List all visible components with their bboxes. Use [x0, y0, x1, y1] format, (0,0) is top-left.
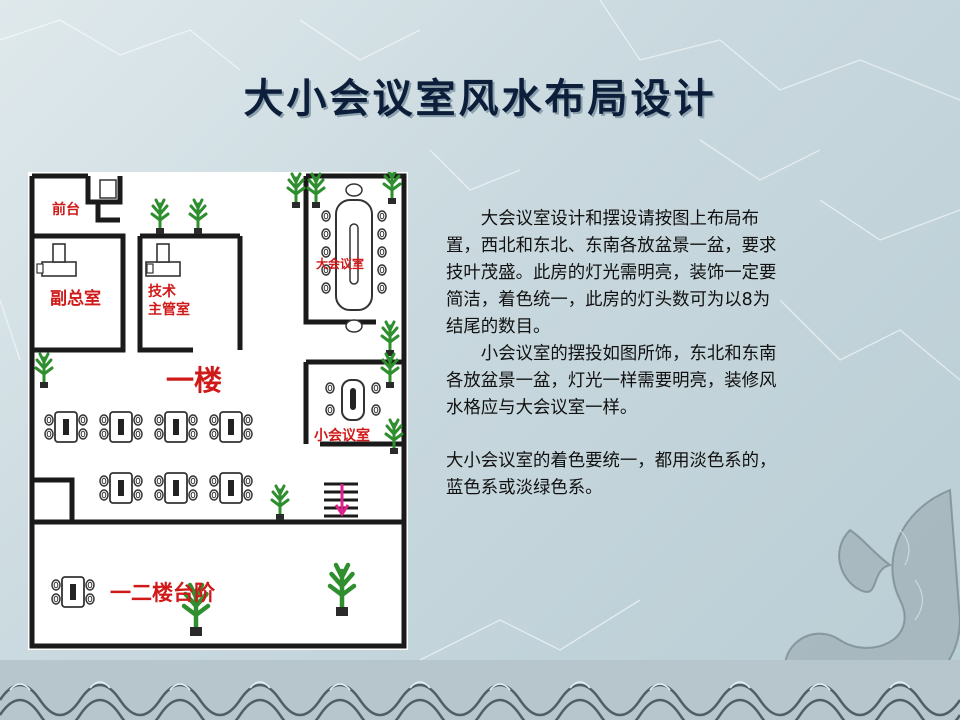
floor-plan: 前台 副总室 技术 主管室 一楼 大会议室 小会议室 一二楼台阶 — [28, 172, 408, 650]
label-big-room: 大会议室 — [316, 256, 364, 271]
label-floor: 一楼 — [166, 364, 222, 397]
label-tech-line1: 技术 — [148, 283, 176, 300]
page-title: 大小会议室风水布局设计 — [243, 75, 717, 122]
floor-plan-drawing: 前台 副总室 技术 主管室 一楼 大会议室 小会议室 一二楼台阶 — [29, 172, 407, 649]
label-small-room: 小会议室 — [314, 427, 370, 444]
paragraph-big-room: 大会议室设计和摆设请按图上布局布置，西北和东北、东南各放盆景一盆，要求技叶茂盛。… — [446, 209, 777, 337]
label-reception: 前台 — [52, 201, 80, 218]
label-stairs: 一二楼台阶 — [110, 581, 216, 605]
label-tech-line2: 主管室 — [148, 301, 190, 318]
paragraph-color-scheme: 大小会议室的着色要统一，都用淡色系的，蓝色系或淡绿色系。 — [446, 451, 777, 498]
description-text: 大会议室设计和摆设请按图上布局布置，西北和东北、东南各放盆景一盆，要求技叶茂盛。… — [446, 206, 786, 502]
label-deputy-office: 副总室 — [50, 288, 101, 309]
paragraph-small-room: 小会议室的摆投如图所饰，东北和东南各放盆景一盆，灯光一样需要明亮，装修风水格应与… — [446, 344, 777, 418]
wave-border-decoration — [0, 660, 960, 720]
